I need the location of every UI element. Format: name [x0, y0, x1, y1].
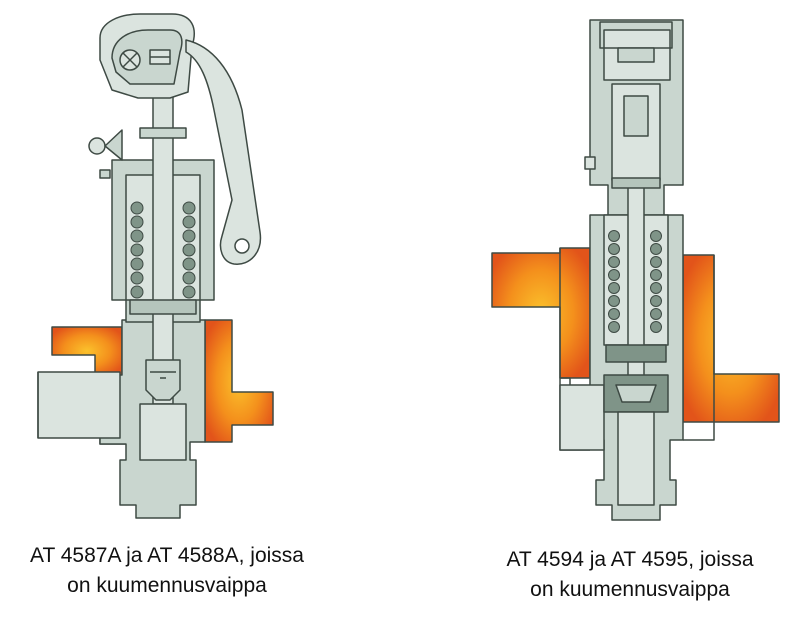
- caption-left: AT 4587A ja AT 4588A, joissa on kuumennu…: [0, 541, 334, 601]
- caption-right-line2: on kuumennusvaippa: [530, 578, 730, 601]
- spring-right: [608, 230, 662, 333]
- disc-right: [605, 344, 667, 363]
- lifting-lever-left: [185, 39, 262, 265]
- inlet-port-right: [559, 384, 605, 451]
- spindle-left: [152, 91, 174, 405]
- knob-left: [88, 137, 106, 155]
- caption-right: AT 4594 ja AT 4595, joissa on kuumennusv…: [470, 545, 790, 605]
- valve-left: [37, 13, 274, 519]
- outlet-port-left: [37, 371, 121, 439]
- nozzle-right: [617, 411, 655, 506]
- caption-left-line2: on kuumennusvaippa: [67, 574, 267, 597]
- caption-left-line1: AT 4587A ja AT 4588A, joissa: [30, 544, 304, 567]
- nozzle-left: [139, 403, 187, 461]
- spring-left: [130, 201, 196, 299]
- valve-right: [491, 19, 780, 521]
- disc-left: [145, 359, 181, 401]
- caption-right-line1: AT 4594 ja AT 4595, joissa: [506, 548, 754, 571]
